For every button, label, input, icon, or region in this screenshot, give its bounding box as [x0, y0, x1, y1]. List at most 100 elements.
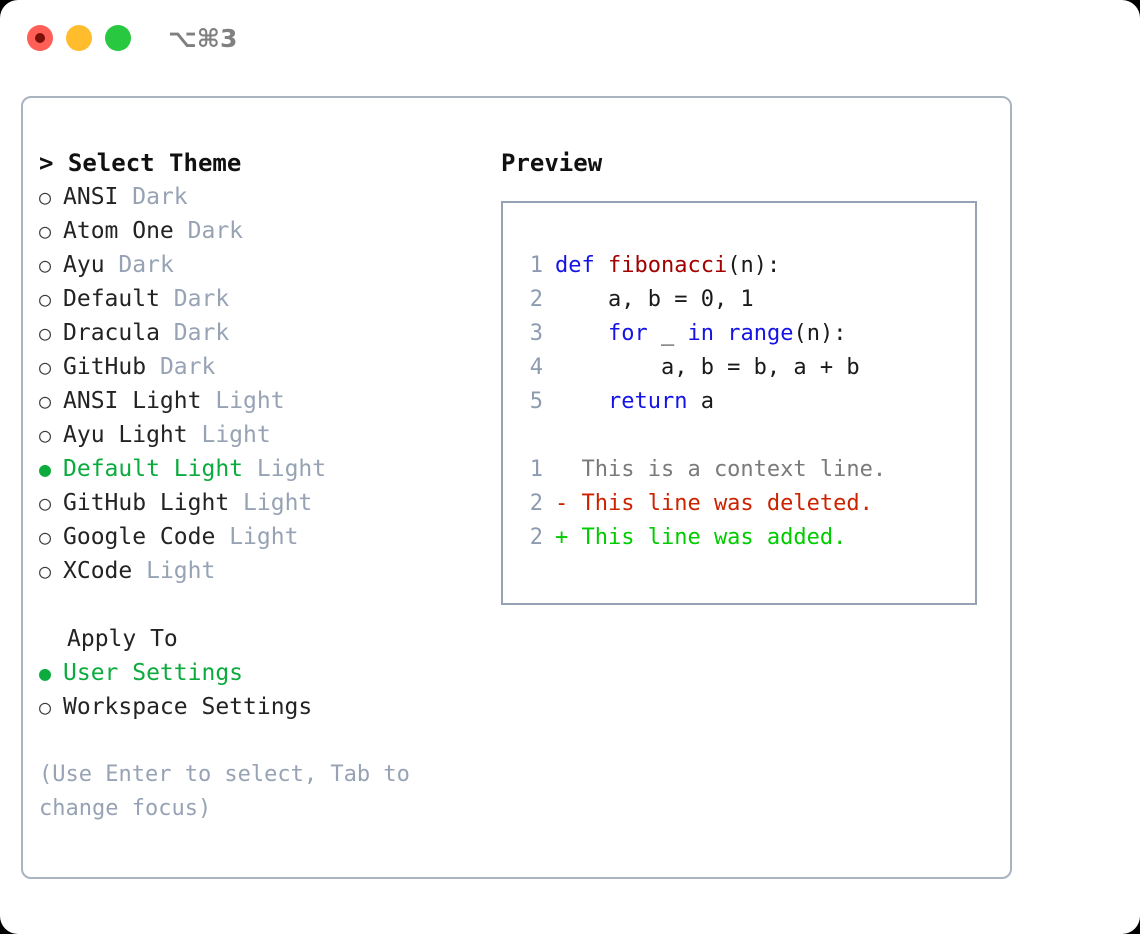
theme-option-category: Light [229, 524, 299, 550]
theme-option-gap [160, 282, 174, 316]
theme-option-gap [229, 486, 243, 520]
apply-to-option-name: User Settings [63, 660, 244, 686]
theme-option-name: Ayu Light [63, 422, 188, 448]
theme-option-name: GitHub [63, 354, 147, 380]
theme-option-category: Dark [187, 218, 244, 244]
code-line-content: a, b = 0, 1 [555, 283, 754, 317]
select-theme-heading: > Select Theme [39, 149, 242, 177]
code-token: return [607, 389, 688, 414]
theme-option-name: ANSI Light [63, 388, 202, 414]
minimize-button-icon[interactable] [66, 25, 92, 51]
code-line-number: 1 [529, 253, 543, 278]
theme-option-category: Dark [118, 252, 174, 278]
code-line-number: 5 [529, 389, 543, 414]
theme-option-name: Ayu [63, 252, 105, 278]
code-line-content: a, b = b, a + b [555, 351, 860, 385]
radio-selected-icon[interactable]: ● [39, 661, 52, 685]
theme-option-github[interactable]: ○ GitHub Dark [39, 350, 479, 384]
theme-option-dracula[interactable]: ○ Dracula Dark [39, 316, 479, 350]
theme-option-atom-one[interactable]: ○ Atom One Dark [39, 214, 479, 248]
radio-unselected-icon[interactable]: ○ [39, 423, 52, 447]
theme-option-github-light[interactable]: ○ GitHub Light Light [39, 486, 479, 520]
radio-unselected-icon[interactable]: ○ [39, 185, 52, 209]
code-token [555, 389, 608, 414]
radio-unselected-icon[interactable]: ○ [39, 287, 52, 311]
code-line-number: 4 [529, 355, 543, 380]
code-diff-gap [515, 419, 969, 453]
theme-option-name: XCode [63, 558, 133, 584]
diff-line-content: + This line was added. [555, 525, 847, 550]
apply-to-heading: Apply To [67, 626, 178, 652]
radio-unselected-icon[interactable]: ○ [39, 525, 52, 549]
theme-option-default-light[interactable]: ●Default Light Light [39, 452, 479, 486]
theme-picker-panel: > Select Theme ○ANSI Dark○Atom One Dark○… [21, 96, 1012, 879]
theme-option-gap [160, 316, 174, 350]
theme-option-ayu[interactable]: ○ Ayu Dark [39, 248, 479, 282]
theme-option-gap [215, 520, 229, 554]
radio-unselected-icon[interactable]: ○ [39, 321, 52, 345]
apply-to-option-user-settings[interactable]: ● User Settings [39, 656, 479, 690]
code-line-content: return a [555, 385, 714, 419]
traffic-lights [27, 25, 131, 51]
theme-option-category: Light [243, 490, 313, 516]
theme-option-category: Dark [173, 286, 230, 312]
theme-option-xcode[interactable]: ○ XCode Light [39, 554, 479, 588]
theme-option-category: Dark [159, 354, 216, 380]
radio-selected-icon[interactable]: ● [39, 457, 52, 481]
code-line-content: def fibonacci(n): [555, 249, 780, 283]
code-token: (n): [793, 321, 847, 346]
radio-unselected-icon[interactable]: ○ [39, 559, 52, 583]
code-line: 4 a, b = b, a + b [515, 351, 969, 385]
radio-unselected-icon[interactable]: ○ [39, 355, 52, 379]
theme-option-gap [174, 214, 188, 248]
code-line: 3 for _ in range(n): [515, 317, 969, 351]
theme-selector-column: > Select Theme ○ANSI Dark○Atom One Dark○… [39, 146, 479, 826]
theme-option-ansi[interactable]: ○ANSI Dark [39, 180, 479, 214]
apply-to-list: ● User Settings ○ Workspace Settings [39, 656, 479, 724]
theme-option-ansi-light[interactable]: ○ANSI Light Light [39, 384, 479, 418]
close-button-icon[interactable] [27, 25, 53, 51]
radio-unselected-icon[interactable]: ○ [39, 389, 52, 413]
preview-heading: Preview [501, 149, 603, 177]
radio-unselected-icon[interactable]: ○ [39, 219, 52, 243]
theme-option-category: Light [146, 558, 216, 584]
radio-unselected-icon[interactable]: ○ [39, 491, 52, 515]
code-token: in [687, 321, 714, 346]
theme-option-google-code[interactable]: ○Google Code Light [39, 520, 479, 554]
radio-unselected-icon[interactable]: ○ [39, 253, 52, 277]
code-token [714, 321, 727, 346]
theme-option-ayu-light[interactable]: ○ Ayu Light Light [39, 418, 479, 452]
diff-line: 2+ This line was added. [515, 521, 969, 555]
theme-option-name: Default [63, 286, 160, 312]
theme-option-name: Atom One [63, 218, 174, 244]
code-line: 5 return a [515, 385, 969, 419]
diff-sample-lines: 1 This is a context line.2- This line wa… [515, 453, 969, 555]
keyboard-shortcut-label: ⌥⌘3 [168, 24, 238, 53]
code-token: fibonacci [608, 253, 728, 278]
theme-option-category: Light [256, 456, 327, 482]
theme-option-gap [132, 554, 146, 588]
diff-line: 2- This line was deleted. [515, 487, 969, 521]
theme-option-name: GitHub Light [63, 490, 230, 516]
diff-line-content: - This line was deleted. [555, 491, 873, 516]
apply-to-option-workspace-settings[interactable]: ○ Workspace Settings [39, 690, 479, 724]
code-token: for [607, 321, 648, 346]
theme-option-default[interactable]: ○ Default Dark [39, 282, 479, 316]
code-line: 2 a, b = 0, 1 [515, 283, 969, 317]
theme-option-category: Dark [173, 320, 230, 346]
maximize-button-icon[interactable] [105, 25, 131, 51]
theme-option-category: Dark [132, 184, 188, 210]
list-spacer [39, 588, 479, 622]
code-token: def [555, 253, 595, 278]
theme-option-gap [201, 384, 215, 418]
radio-unselected-icon[interactable]: ○ [39, 695, 52, 719]
theme-option-category: Light [201, 422, 271, 448]
code-token: range [727, 321, 794, 346]
theme-option-gap [188, 418, 202, 452]
theme-option-name: Dracula [63, 320, 160, 346]
code-token [595, 253, 608, 278]
apply-to-option-name: Workspace Settings [63, 694, 313, 720]
